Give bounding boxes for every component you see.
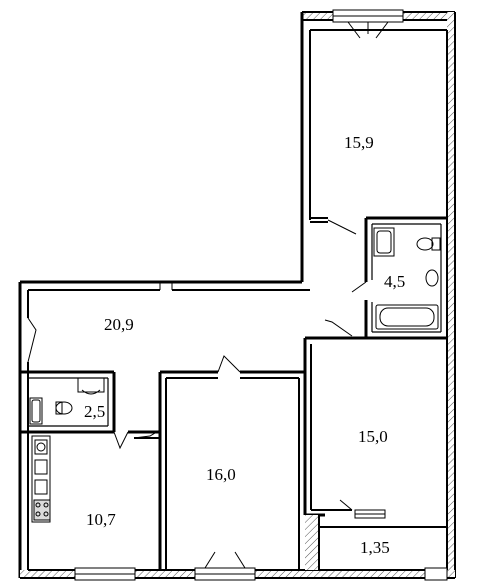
bathroom-walls [364,216,447,340]
room-area-kitchen: 10,7 [86,510,116,529]
kitchen-fixtures [31,435,51,523]
room-area-hall: 20,9 [104,315,134,334]
hall-top-door-mark [159,282,173,290]
room-area-balcony: 1,35 [360,538,390,557]
window-bottom-right [424,567,448,581]
bedroom-top-lower-wall [310,217,357,235]
kitchen-walls [128,429,161,439]
bedroom-center-walls [158,355,305,570]
room-area-bedroom-top-right: 15,9 [344,133,374,152]
outer-walls [18,11,456,579]
room-area-bedroom-right: 15,0 [358,427,388,446]
window-top [332,9,404,39]
room-area-toilet: 2,5 [84,402,106,421]
balcony-walls [305,499,447,570]
window-bottom-left [74,567,136,581]
bedroom-right-walls [303,319,366,517]
bathroom-door [351,281,367,293]
entrance-door [27,317,37,363]
window-bottom-center [194,551,256,581]
room-area-bedroom-center: 16,0 [206,465,236,484]
toilet-walls [20,370,129,450]
toilet-fixtures [29,377,105,425]
room-area-bathroom: 4,5 [384,272,406,291]
bathroom-fixtures [373,227,441,330]
